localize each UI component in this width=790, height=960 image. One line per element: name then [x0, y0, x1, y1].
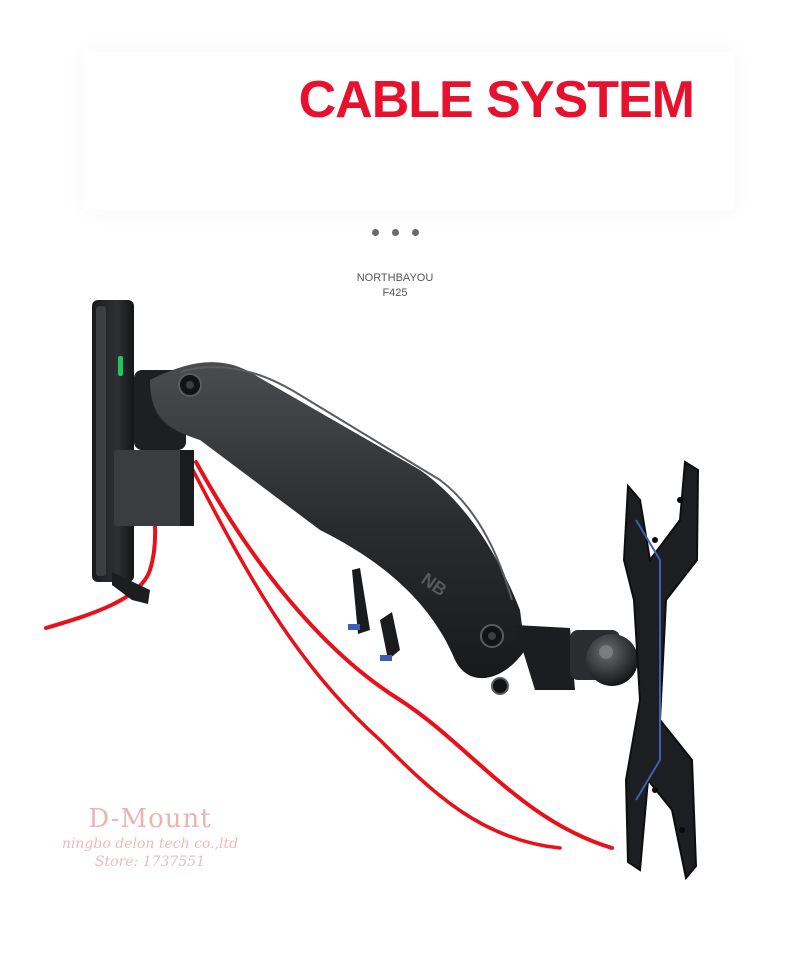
- dot-icon: [372, 229, 379, 236]
- screw-icon: [491, 677, 509, 695]
- product-label: NORTHBAYOU F425: [330, 271, 460, 301]
- dot-icon: [412, 229, 419, 236]
- title-panel: CABLE SYSTEM: [84, 52, 734, 210]
- indicator-light: [118, 356, 123, 376]
- brand-name: NORTHBAYOU: [356, 272, 434, 284]
- cable: [183, 453, 562, 850]
- model-number: F425: [382, 287, 408, 299]
- vesa-plate: [622, 460, 700, 881]
- watermark-company: ningbo delon tech co.,ltd: [61, 836, 239, 852]
- cable-clip: [380, 612, 400, 660]
- carousel-dots: [370, 229, 422, 239]
- cable-clip: [352, 568, 370, 634]
- store-watermark: D-Mount ningbo delon tech co.,ltd Store:…: [40, 804, 260, 870]
- gas-spring-arm: NB: [150, 362, 525, 695]
- page-title: CABLE SYSTEM: [298, 71, 695, 129]
- ball-joint: [586, 634, 638, 686]
- dot-icon: [392, 229, 399, 236]
- cable: [194, 460, 614, 850]
- tilt-joint: [515, 625, 638, 690]
- watermark-brand: D-Mount: [88, 804, 212, 834]
- watermark-store: Store: 1737551: [94, 854, 206, 870]
